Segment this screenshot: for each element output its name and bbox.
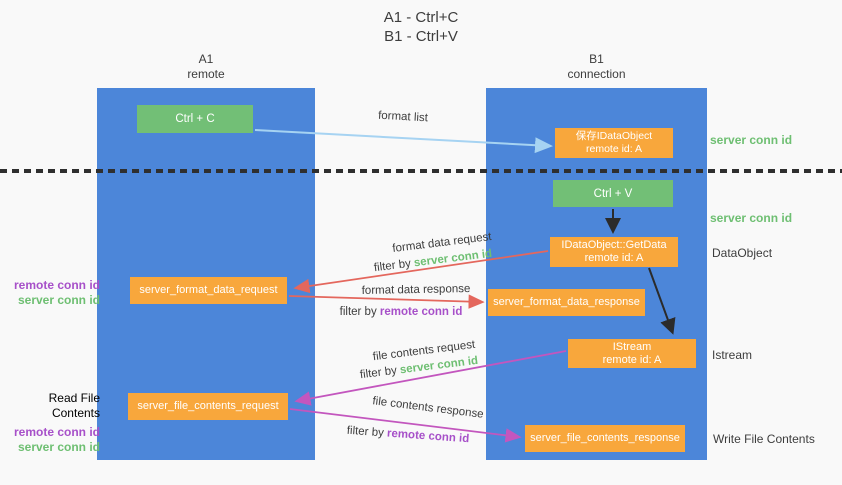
- save-idataobject-line2: remote id: A: [585, 143, 643, 155]
- dataobject-side-label: DataObject: [712, 246, 773, 260]
- getdata-line1: IDataObject::GetData: [561, 239, 667, 251]
- lane-b1-title: B1: [589, 52, 604, 66]
- remote-conn-id-left-2: remote conn id: [13, 425, 100, 439]
- remote-conn-id-left-1: remote conn id: [13, 278, 100, 292]
- file-contents-response-label: file contents response: [372, 395, 485, 421]
- file-contents-response-text: file contents response: [371, 395, 485, 421]
- write-file-contents-label: Write File Contents: [713, 432, 815, 446]
- title-line-2: B1 - Ctrl+V: [384, 28, 458, 45]
- lane-header-b1: B1 connection: [486, 52, 707, 82]
- node-ctrl-v: Ctrl + V: [553, 180, 673, 207]
- server-conn-id-right-top: server conn id: [710, 133, 793, 147]
- save-idataobject-line1: 保存IDataObject: [575, 130, 653, 142]
- read-file-contents-label: Read File Contents: [48, 391, 100, 420]
- istream-side-label: Istream: [712, 348, 753, 362]
- node-server-file-contents-response: server_file_contents_response: [525, 425, 685, 452]
- node-save-idataobject: 保存IDataObject remote id: A: [555, 128, 673, 158]
- node-server-format-data-request: server_format_data_request: [130, 277, 287, 304]
- node-istream: IStream remote id: A: [568, 339, 696, 368]
- filter-by-text: filter by: [359, 364, 398, 382]
- format-request-label: server_format_data_request: [139, 284, 278, 296]
- filter-by-text: filter by: [339, 306, 377, 318]
- ctrl-v-label: Ctrl + V: [593, 187, 633, 200]
- format-data-response-label: format data response: [362, 283, 471, 297]
- node-ctrl-c: Ctrl + C: [137, 105, 253, 133]
- lane-a1-subtitle: remote: [187, 67, 225, 81]
- format-list-text: format list: [377, 109, 429, 125]
- remote-conn-id-text: remote conn id: [386, 427, 470, 446]
- format-data-response-text: format data response: [361, 283, 471, 297]
- format-list-label: format list: [378, 110, 428, 125]
- phase-divider-dotted-line: [0, 169, 842, 173]
- left-labels-bottom: Read File Contents remote conn id server…: [0, 391, 100, 455]
- filter-by-remote-conn-id-label-1: filter by remote conn id: [340, 306, 463, 318]
- server-conn-id-right-mid: server conn id: [710, 211, 793, 225]
- title-line-1: A1 - Ctrl+C: [383, 9, 459, 26]
- diagram-title: A1 - Ctrl+C B1 - Ctrl+V: [0, 8, 842, 46]
- filter-by-text: filter by: [373, 257, 412, 275]
- file-request-label: server_file_contents_request: [137, 400, 279, 412]
- remote-conn-id-text: remote conn id: [379, 306, 463, 318]
- filter-by-text: filter by: [346, 424, 385, 440]
- lane-b1-subtitle: connection: [567, 67, 626, 81]
- ctrl-c-label: Ctrl + C: [175, 113, 215, 125]
- filter-by-server-conn-id-label-1: filter by server conn id: [373, 248, 492, 274]
- left-conn-id-labels-top: remote conn id server conn id: [0, 278, 100, 308]
- node-idataobject-getdata: IDataObject::GetData remote id: A: [550, 237, 678, 267]
- filter-by-remote-conn-id-label-2: filter by remote conn id: [346, 425, 469, 446]
- node-server-format-data-response: server_format_data_response: [488, 289, 645, 316]
- node-server-file-contents-request: server_file_contents_request: [128, 393, 288, 420]
- lane-a1-title: A1: [198, 52, 214, 66]
- file-response-label: server_file_contents_response: [530, 432, 680, 444]
- format-response-label: server_format_data_response: [493, 296, 640, 308]
- istream-line2: remote id: A: [602, 353, 662, 366]
- arrow-format-data-response: [288, 294, 485, 309]
- istream-line1: IStream: [612, 340, 652, 353]
- server-conn-id-left-1: server conn id: [17, 293, 100, 307]
- lane-header-a1: A1 remote: [97, 52, 315, 82]
- server-conn-id-left-2: server conn id: [17, 440, 100, 454]
- getdata-line2: remote id: A: [584, 252, 644, 264]
